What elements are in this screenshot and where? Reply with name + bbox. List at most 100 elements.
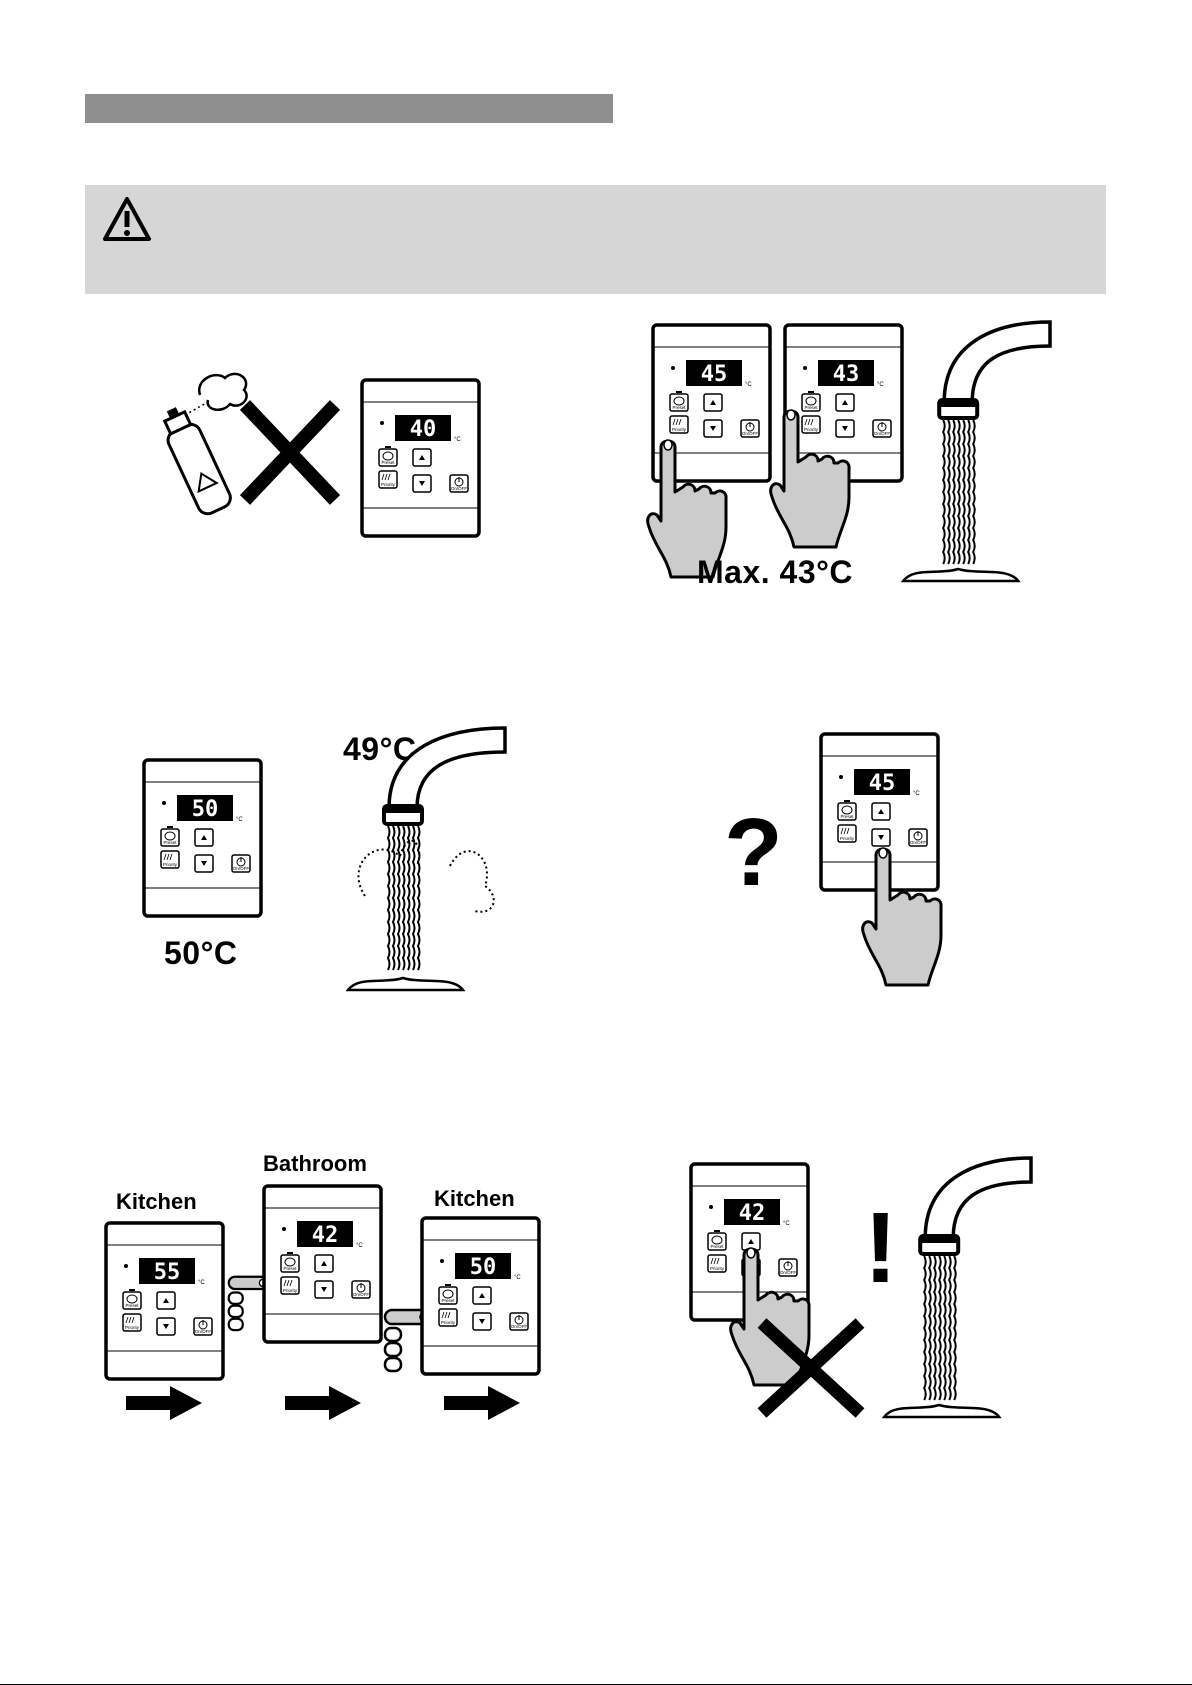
spray-can-icon bbox=[162, 372, 248, 516]
indicator-icon bbox=[803, 366, 807, 370]
temperature-display: 40 bbox=[410, 417, 437, 442]
indicator-icon bbox=[440, 1259, 444, 1263]
arrow-right-icon bbox=[444, 1386, 520, 1425]
svg-text:On/OFF: On/OFF bbox=[233, 866, 250, 871]
preset-button[interactable]: Preset bbox=[801, 393, 821, 412]
svg-text:Preset: Preset bbox=[441, 1298, 455, 1303]
temp-up-button[interactable] bbox=[835, 393, 855, 412]
svg-text:Priority: Priority bbox=[441, 1320, 456, 1325]
temp-down-button[interactable] bbox=[156, 1317, 176, 1336]
temp-up-button[interactable] bbox=[194, 828, 214, 847]
priority-button[interactable]: Priority bbox=[122, 1313, 142, 1332]
temp-down-button[interactable] bbox=[194, 854, 214, 873]
warning-triangle-icon bbox=[103, 197, 151, 241]
svg-text:Priority: Priority bbox=[840, 836, 855, 841]
svg-text:Preset: Preset bbox=[163, 840, 177, 845]
preset-button[interactable]: Preset bbox=[122, 1291, 142, 1310]
svg-text:Priority: Priority bbox=[672, 427, 687, 432]
prohibited-cross-icon bbox=[757, 1318, 865, 1418]
exclamation-mark: ! bbox=[864, 1192, 898, 1304]
temp-up-button[interactable] bbox=[871, 802, 891, 821]
preset-button[interactable]: Preset bbox=[837, 802, 857, 821]
indicator-icon bbox=[380, 421, 384, 425]
indicator-icon bbox=[709, 1205, 713, 1209]
on-off-button[interactable]: On/OFF bbox=[351, 1280, 371, 1299]
indicator-icon bbox=[671, 366, 675, 370]
on-off-button[interactable]: On/OFF bbox=[778, 1258, 798, 1277]
temp-down-button[interactable] bbox=[412, 474, 432, 493]
indicator-icon bbox=[839, 775, 843, 779]
temp-down-button[interactable] bbox=[703, 419, 723, 438]
on-off-button[interactable]: On/OFF bbox=[509, 1312, 529, 1331]
svg-text:On/OFF: On/OFF bbox=[910, 840, 927, 845]
preset-button[interactable]: Preset bbox=[707, 1232, 727, 1251]
svg-text:On/OFF: On/OFF bbox=[511, 1324, 528, 1329]
temp-up-button[interactable] bbox=[703, 393, 723, 412]
svg-text:Preset: Preset bbox=[672, 405, 686, 410]
faucet-icon bbox=[881, 1156, 1033, 1423]
temp-up-button[interactable] bbox=[472, 1286, 492, 1305]
svg-text:Preset: Preset bbox=[804, 405, 818, 410]
unit-label: °C bbox=[745, 382, 752, 388]
unit-label: °C bbox=[356, 1243, 363, 1249]
unit-label: °C bbox=[514, 1275, 521, 1281]
temperature-display: 43 bbox=[833, 362, 860, 387]
on-off-button[interactable]: On/OFF bbox=[740, 419, 760, 438]
temperature-display: 42 bbox=[739, 1201, 766, 1226]
temp-up-button[interactable] bbox=[314, 1254, 334, 1273]
preset-button[interactable]: Preset bbox=[378, 448, 398, 467]
indicator-icon bbox=[124, 1264, 128, 1268]
priority-button[interactable]: Priority bbox=[438, 1308, 458, 1327]
priority-button[interactable]: Priority bbox=[280, 1276, 300, 1295]
preset-button[interactable]: Preset bbox=[438, 1286, 458, 1305]
temperature-display: 50 bbox=[192, 797, 219, 822]
arrow-right-icon bbox=[126, 1386, 202, 1425]
unit-label: °C bbox=[198, 1280, 205, 1286]
svg-text:Preset: Preset bbox=[283, 1266, 297, 1271]
on-off-button[interactable]: On/OFF bbox=[908, 828, 928, 847]
temperature-display: 45 bbox=[701, 362, 728, 387]
unit-label: °C bbox=[454, 437, 461, 443]
temp-down-button[interactable] bbox=[871, 828, 891, 847]
arrow-right-icon bbox=[285, 1386, 361, 1425]
temp-up-button[interactable] bbox=[156, 1291, 176, 1310]
unit-label: °C bbox=[913, 791, 920, 797]
preset-button[interactable]: Preset bbox=[669, 393, 689, 412]
priority-button[interactable]: Priority bbox=[801, 415, 821, 434]
svg-text:Priority: Priority bbox=[125, 1325, 140, 1330]
section-header-bar bbox=[85, 94, 613, 123]
temp-down-button[interactable] bbox=[472, 1312, 492, 1331]
temp-up-button[interactable] bbox=[412, 448, 432, 467]
preset-button[interactable]: Preset bbox=[280, 1254, 300, 1273]
priority-button[interactable]: Priority bbox=[707, 1254, 727, 1273]
on-off-button[interactable]: On/OFF bbox=[193, 1317, 213, 1336]
svg-text:On/OFF: On/OFF bbox=[780, 1270, 797, 1275]
svg-text:On/OFF: On/OFF bbox=[353, 1292, 370, 1297]
svg-text:On/OFF: On/OFF bbox=[874, 431, 891, 436]
priority-button[interactable]: Priority bbox=[669, 415, 689, 434]
svg-text:On/OFF: On/OFF bbox=[451, 486, 468, 491]
priority-button[interactable]: Priority bbox=[837, 824, 857, 843]
priority-button[interactable]: Priority bbox=[160, 850, 180, 869]
svg-text:On/OFF: On/OFF bbox=[195, 1329, 212, 1334]
preset-button[interactable]: Preset bbox=[160, 828, 180, 847]
on-off-button[interactable]: On/OFF bbox=[872, 419, 892, 438]
temp-down-button[interactable] bbox=[314, 1280, 334, 1299]
faucet-icon bbox=[900, 320, 1052, 587]
on-off-button[interactable]: On/OFF bbox=[231, 854, 251, 873]
room-label-kitchen: Kitchen bbox=[434, 1186, 515, 1211]
on-off-button[interactable]: On/OFF bbox=[449, 474, 469, 493]
priority-button[interactable]: Priority bbox=[378, 470, 398, 489]
temp-down-button[interactable] bbox=[835, 419, 855, 438]
svg-text:Preset: Preset bbox=[125, 1303, 139, 1308]
svg-text:Priority: Priority bbox=[381, 482, 396, 487]
indicator-icon bbox=[162, 801, 166, 805]
svg-text:Preset: Preset bbox=[710, 1244, 724, 1249]
indicator-icon bbox=[282, 1227, 286, 1231]
